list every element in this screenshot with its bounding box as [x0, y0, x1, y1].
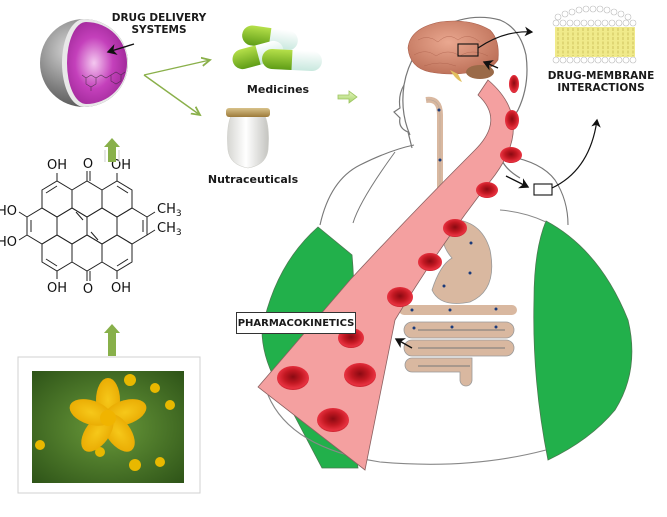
zoom-region-box — [457, 43, 479, 57]
red-blood-cell — [443, 219, 467, 237]
label-oh: OH — [47, 158, 67, 173]
pointer-arrow — [482, 60, 499, 71]
molecule-labels: OH O OH HO HO CH3 CH3 OH O OH — [0, 157, 182, 297]
red-blood-cell — [476, 182, 498, 198]
blood-vessel — [257, 75, 522, 471]
encapsulated-molecule-icon — [81, 71, 126, 91]
red-blood-cell — [387, 287, 413, 307]
label-line: DRUG DELIVERY — [111, 12, 207, 24]
red-blood-cell — [509, 75, 519, 93]
arrow-up-icon — [104, 324, 120, 356]
branch-arrows — [143, 60, 210, 115]
label-ch3: CH3 — [157, 202, 182, 219]
label-line: INTERACTIONS — [557, 82, 645, 95]
arrow-up-icon — [104, 138, 120, 162]
label-oh: OH — [111, 281, 131, 296]
label-ch3: CH3 — [157, 221, 182, 238]
zoom-region-box — [533, 183, 553, 196]
capsule-pills-icon — [232, 25, 322, 72]
pointer-arrow — [106, 43, 135, 55]
red-blood-cell — [277, 366, 309, 390]
label-line: DRUG-MEMBRANE — [547, 70, 655, 82]
hypericin-structure — [18, 171, 156, 281]
brain-icon — [407, 20, 499, 82]
st-johns-wort-flower-photo — [17, 356, 201, 494]
label-o: O — [83, 157, 93, 172]
pointer-arrow — [505, 175, 530, 189]
human-body-outline-icon — [261, 16, 633, 469]
jar-icon — [226, 108, 270, 169]
label-o: O — [83, 282, 93, 297]
label-ho: HO — [0, 204, 17, 219]
right-lung — [533, 220, 633, 461]
red-blood-cell — [317, 408, 349, 432]
pointer-arrow — [551, 118, 601, 189]
arrow-right-icon — [337, 90, 358, 104]
red-blood-cell — [500, 147, 522, 163]
lipid-bilayer-icon — [552, 5, 637, 64]
label-line: SYSTEMS — [131, 24, 187, 37]
label-oh: OH — [47, 281, 67, 296]
drug-membrane-interactions-label: DRUG-MEMBRANE INTERACTIONS — [536, 70, 666, 94]
pharmacokinetics-label: PHARMACOKINETICS — [236, 312, 356, 334]
medicines-label: Medicines — [246, 83, 310, 96]
red-blood-cells — [277, 75, 522, 432]
nanoparticle-sphere-icon — [40, 19, 128, 107]
pointer-arrow — [394, 338, 413, 349]
pointer-arrow — [477, 26, 534, 49]
nutraceuticals-label: Nutraceuticals — [207, 173, 299, 186]
red-blood-cell — [418, 253, 442, 271]
intestines — [403, 321, 515, 387]
drug-delivery-systems-label: DRUG DELIVERY SYSTEMS — [94, 12, 224, 36]
red-blood-cell — [344, 363, 376, 387]
label-ho: HO — [0, 235, 17, 250]
red-blood-cell — [505, 110, 519, 130]
